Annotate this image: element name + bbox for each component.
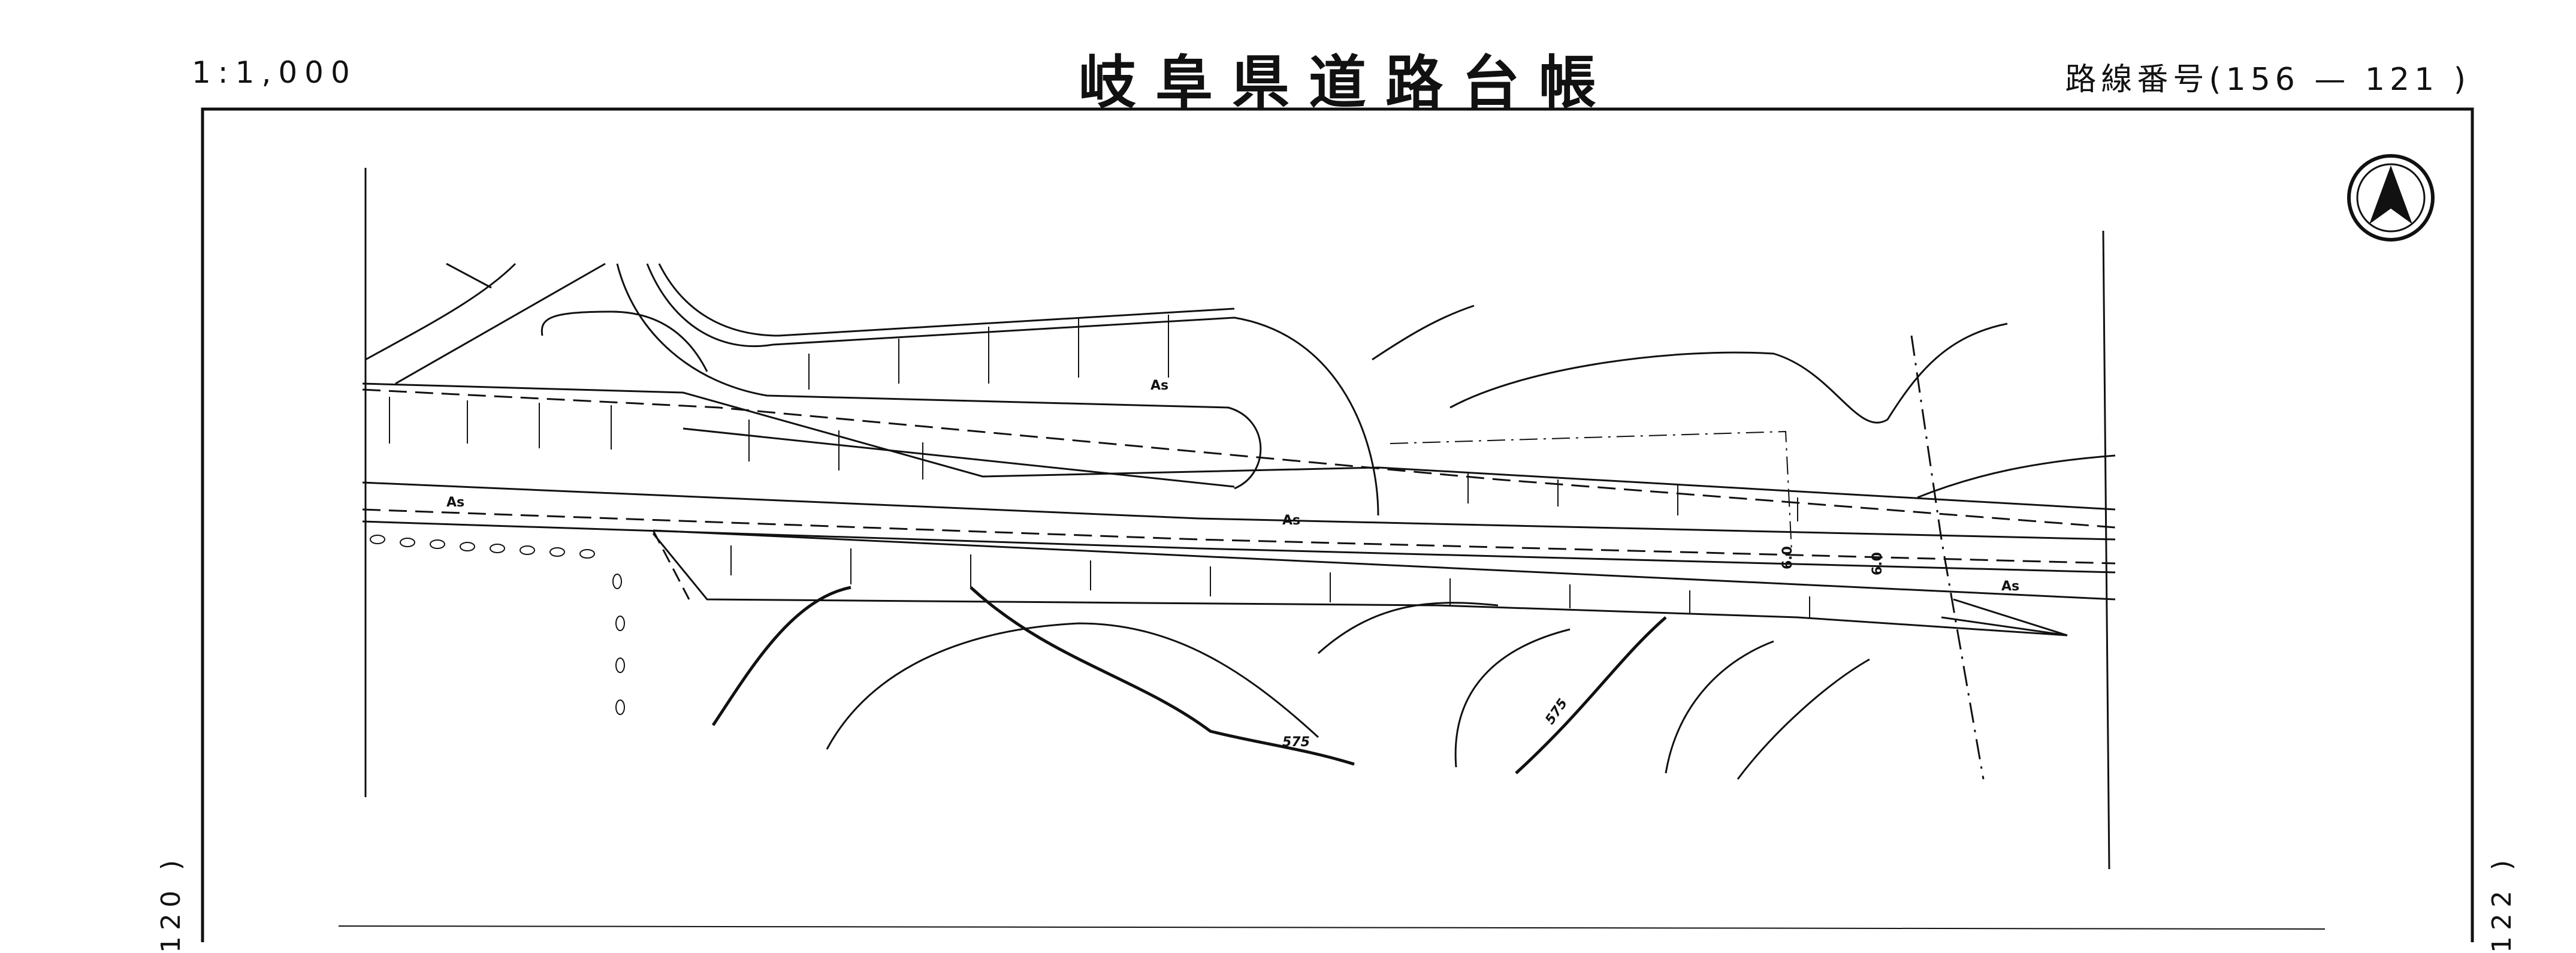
road-edge — [1941, 598, 2068, 637]
slope-line — [395, 263, 606, 385]
road-edge — [362, 508, 2116, 565]
access-road — [646, 263, 1379, 516]
property-boundary — [1390, 430, 1792, 552]
contour-line — [540, 310, 708, 372]
baseline — [338, 925, 2326, 930]
road-edge — [362, 388, 2116, 529]
road-surface-label: As — [1150, 378, 1168, 393]
slope-line — [682, 427, 1235, 488]
contour-line — [826, 622, 1319, 750]
road-edge — [362, 520, 2116, 574]
road-surface-label: As — [446, 495, 464, 510]
map-frame — [201, 107, 2474, 942]
stone-row — [370, 535, 625, 715]
contour-line — [1917, 454, 2116, 499]
retaining-wall — [652, 530, 690, 600]
contour-line — [1515, 616, 1667, 774]
page-title: 岐阜県道路台帳 — [1079, 49, 1615, 116]
contour-line — [1737, 658, 1870, 780]
contour-line — [711, 586, 851, 726]
route-number: 路線番号(156 — 121 ) — [2065, 62, 2471, 98]
road-surface-label: As — [1282, 513, 1300, 528]
contour-line — [1449, 322, 2008, 424]
contour-line — [1372, 304, 1475, 361]
slope-line — [362, 382, 2116, 511]
road-edge — [362, 481, 2116, 541]
road-surface-label: As — [2001, 579, 2019, 594]
contour-line — [1454, 628, 1571, 768]
width-label: 6.0 — [1870, 552, 1885, 575]
contour-line — [970, 586, 1355, 766]
contour-label: 575 — [1282, 735, 1310, 750]
road-edge — [653, 529, 2116, 601]
slope-hatching — [389, 315, 1810, 617]
slope-line — [652, 533, 2068, 637]
access-road — [658, 263, 1235, 337]
boundary-line — [2102, 230, 2110, 870]
north-arrow-icon — [2347, 154, 2435, 242]
slope-line — [365, 263, 517, 361]
width-label: 6.0 — [1780, 546, 1795, 569]
slope-line — [446, 263, 492, 289]
map-scale: 1:1,000 — [192, 55, 357, 90]
contour-line — [1665, 640, 1774, 774]
property-boundary — [1910, 335, 1985, 780]
contour-line — [1317, 602, 1499, 655]
access-road — [616, 263, 1262, 490]
